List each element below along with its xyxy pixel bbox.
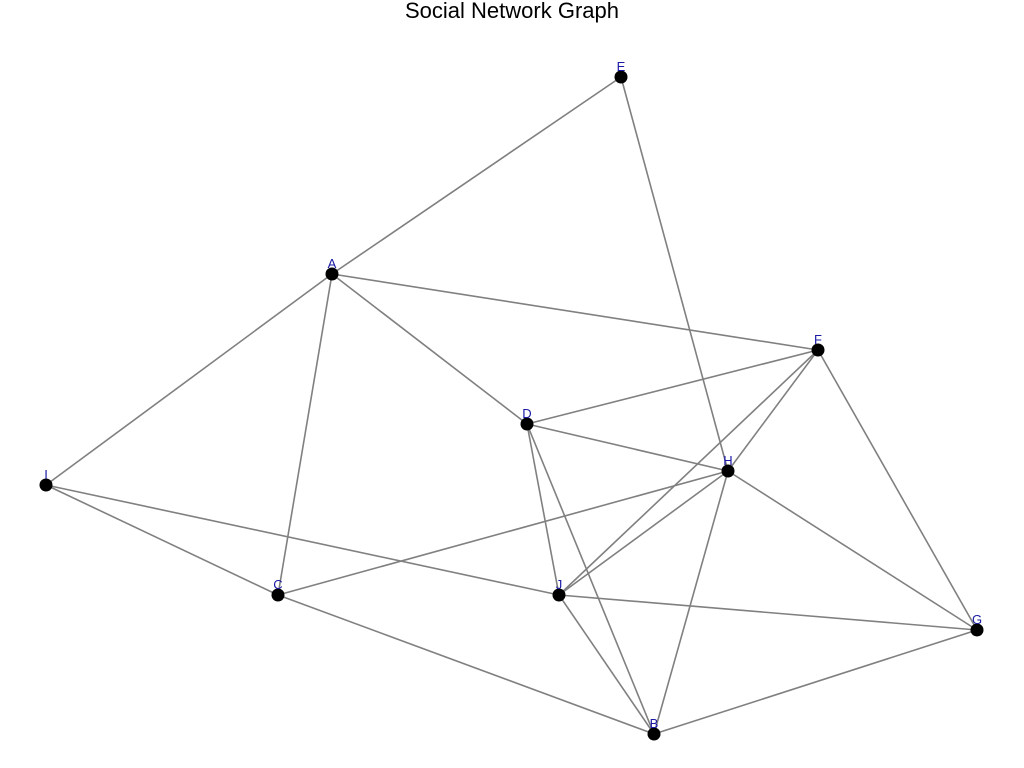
edge-B-G [653,629,978,735]
edge-H-B [653,470,729,735]
node-label: A [328,256,337,271]
node-label: J [556,577,563,592]
node-marker[interactable] [647,727,661,741]
edge-F-J [558,349,819,596]
edge-E-H [620,76,729,472]
node-label: I [44,467,48,482]
node-label: H [723,453,732,468]
edge-C-B [277,594,655,735]
node-marker[interactable] [811,343,825,357]
node-B[interactable]: B [647,716,661,741]
edge-J-G [558,594,978,631]
edge-H-C [277,470,729,596]
node-C[interactable]: C [271,577,285,602]
edge-I-J [45,484,560,596]
node-label: G [972,612,982,627]
node-marker[interactable] [970,623,984,637]
edge-F-D [526,349,819,425]
edge-A-F [331,273,819,351]
graph-title: Social Network Graph [405,0,619,23]
node-G[interactable]: G [970,612,984,637]
node-marker[interactable] [520,417,534,431]
node-label: E [617,59,626,74]
edge-H-G [727,470,978,631]
node-label: F [814,332,822,347]
node-label: C [273,577,282,592]
node-D[interactable]: D [520,406,534,431]
edge-D-H [526,423,729,472]
edge-D-J [526,423,560,596]
edge-D-B [526,423,655,735]
node-marker[interactable] [552,588,566,602]
edge-A-D [331,273,528,425]
node-J[interactable]: J [552,577,566,602]
edge-H-J [558,470,729,596]
node-marker[interactable] [325,267,339,281]
edge-E-A [331,76,622,275]
edge-J-B [558,594,655,735]
node-label: D [522,406,531,421]
edge-A-I [45,273,333,486]
node-E[interactable]: E [614,59,628,84]
edge-A-C [277,273,333,596]
node-marker[interactable] [721,464,735,478]
node-F[interactable]: F [811,332,825,357]
node-A[interactable]: A [325,256,339,281]
edge-F-G [817,349,978,631]
node-marker[interactable] [39,478,53,492]
node-marker[interactable] [614,70,628,84]
node-label: B [650,716,659,731]
edge-I-C [45,484,279,596]
edge-F-H [727,349,819,472]
node-H[interactable]: H [721,453,735,478]
node-marker[interactable] [271,588,285,602]
node-I[interactable]: I [39,467,53,492]
